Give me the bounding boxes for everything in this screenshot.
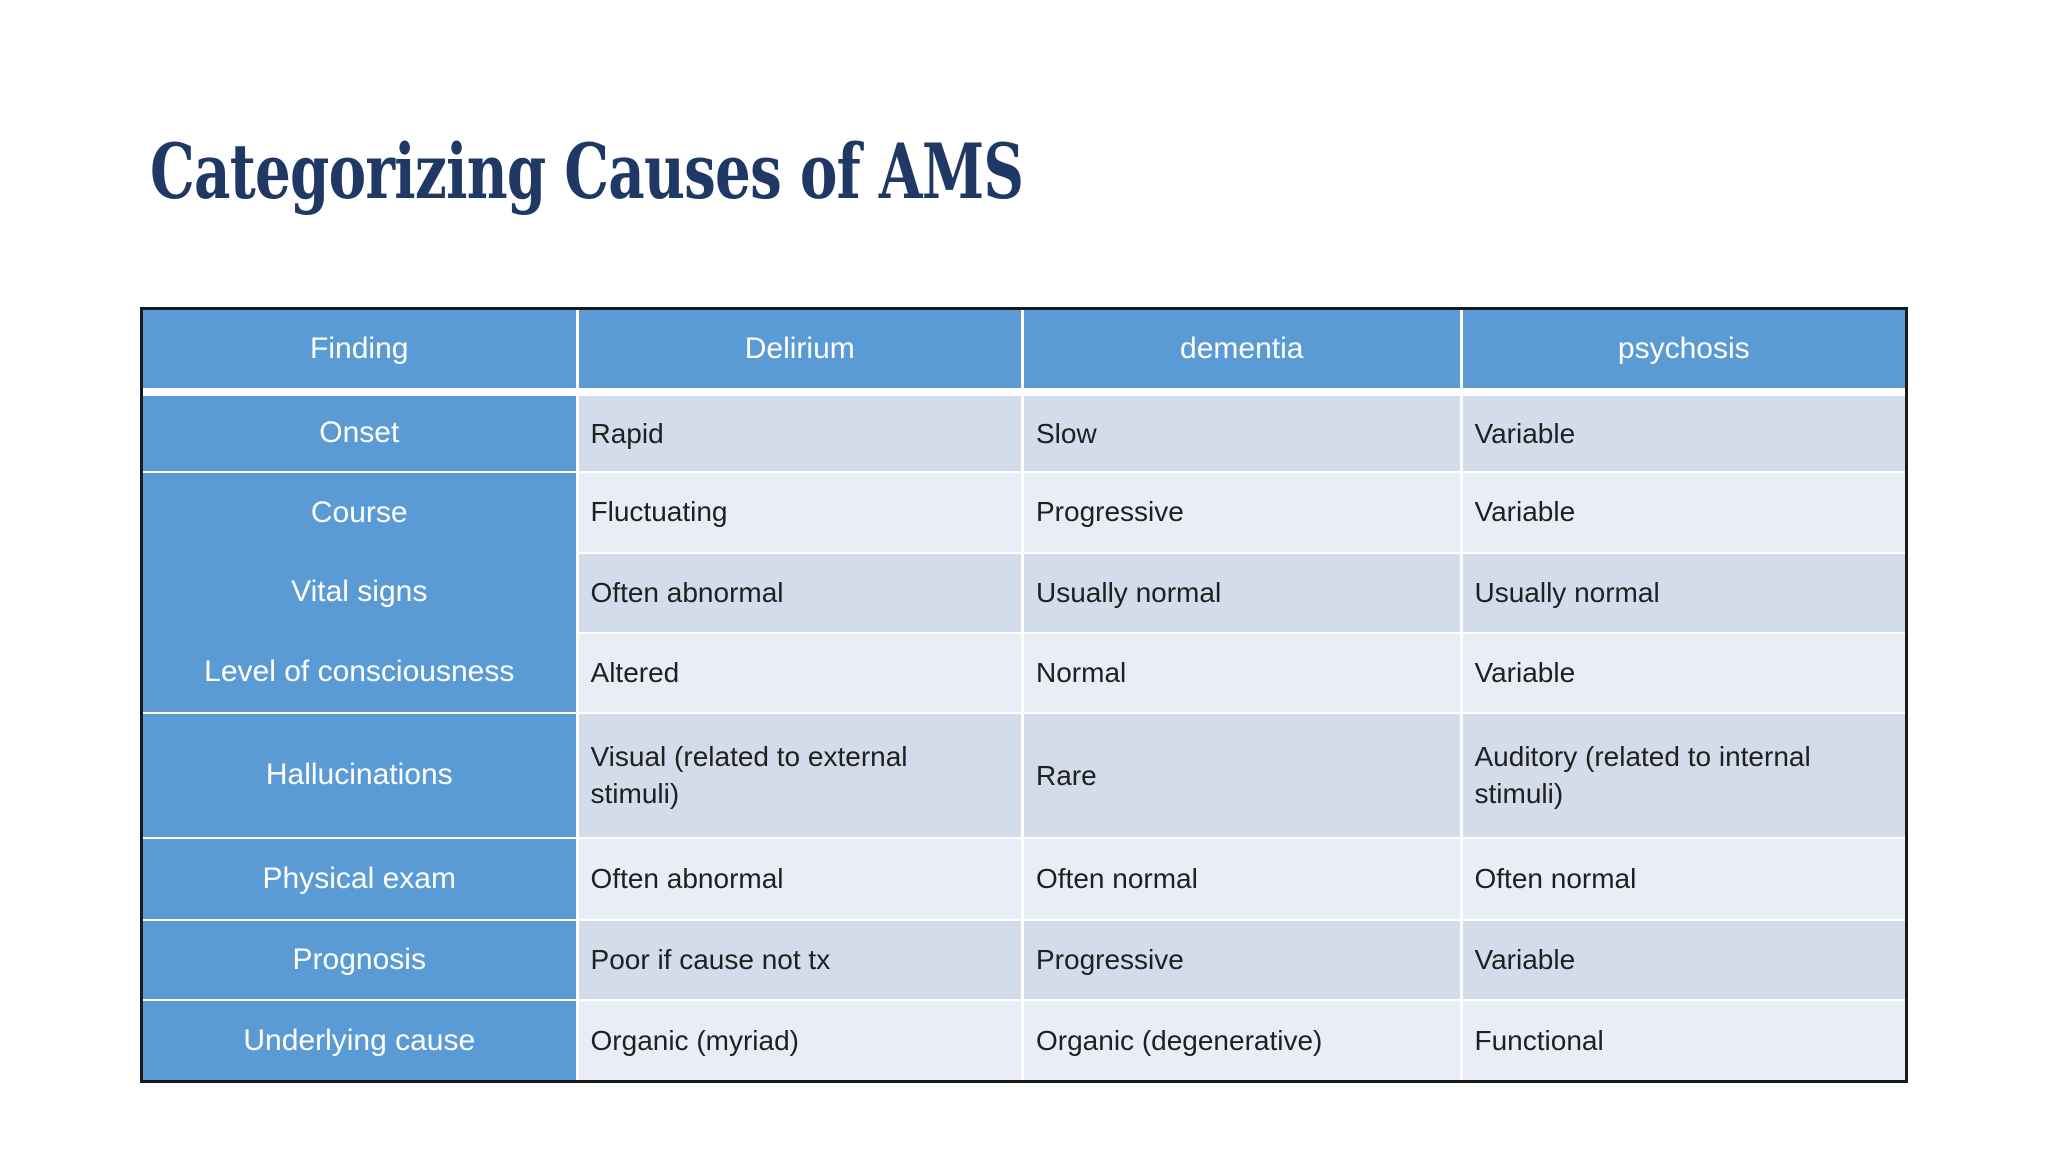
- data-cell-onset-dementia: Slow: [1024, 396, 1463, 473]
- ams-comparison-table: Finding Delirium dementia psychosis Onse…: [140, 307, 1908, 1083]
- data-cell-physical-delirium: Often abnormal: [578, 839, 1024, 922]
- row-label-level-of-consciousness: Level of consciousness: [204, 654, 515, 688]
- data-cell-cause-psychosis: Functional: [1462, 1001, 1905, 1080]
- row-label-vital-signs: Vital signs: [291, 575, 428, 609]
- column-header-psychosis: psychosis: [1462, 310, 1905, 388]
- row-label-underlying-cause: Underlying cause: [143, 1001, 579, 1080]
- data-cell-prognosis-delirium: Poor if cause not tx: [578, 921, 1024, 1002]
- data-cell-onset-delirium: Rapid: [578, 396, 1024, 473]
- data-cell-hallucinations-psychosis: Auditory (related to internal stimuli): [1462, 713, 1905, 840]
- row-label-group-course-vitals-loc: Course Vital signs Level of consciousnes…: [143, 472, 579, 714]
- data-cell-physical-dementia: Often normal: [1024, 839, 1463, 922]
- data-cell-physical-psychosis: Often normal: [1462, 839, 1905, 922]
- data-cell-cause-dementia: Organic (degenerative): [1024, 1001, 1463, 1080]
- data-cell-cause-delirium: Organic (myriad): [578, 1001, 1024, 1080]
- column-header-delirium: Delirium: [578, 310, 1024, 388]
- data-cell-hallucinations-dementia: Rare: [1024, 713, 1463, 840]
- row-label-hallucinations: Hallucinations: [143, 713, 579, 840]
- column-header-finding: Finding: [143, 310, 579, 388]
- row-label-onset: Onset: [143, 396, 579, 473]
- data-cell-loc-delirium: Altered: [578, 633, 1024, 714]
- row-label-physical-exam: Physical exam: [143, 839, 579, 922]
- data-cell-vitals-delirium: Often abnormal: [578, 553, 1024, 634]
- data-cell-onset-psychosis: Variable: [1462, 396, 1905, 473]
- table-body: Onset Rapid Slow Variable Course Vital s…: [143, 396, 1905, 1080]
- row-label-prognosis: Prognosis: [143, 921, 579, 1002]
- column-header-dementia: dementia: [1024, 310, 1463, 388]
- data-cell-prognosis-psychosis: Variable: [1462, 921, 1905, 1002]
- data-cell-loc-dementia: Normal: [1024, 633, 1463, 714]
- data-cell-vitals-dementia: Usually normal: [1024, 553, 1463, 634]
- data-cell-hallucinations-delirium: Visual (related to external stimuli): [578, 713, 1024, 840]
- data-cell-course-psychosis: Variable: [1462, 472, 1905, 554]
- data-cell-prognosis-dementia: Progressive: [1024, 921, 1463, 1002]
- data-cell-vitals-psychosis: Usually normal: [1462, 553, 1905, 634]
- slide-title: Categorizing Causes of AMS: [150, 127, 1024, 216]
- data-cell-course-dementia: Progressive: [1024, 472, 1463, 554]
- data-cell-loc-psychosis: Variable: [1462, 633, 1905, 714]
- row-label-course: Course: [310, 495, 408, 529]
- data-cell-course-delirium: Fluctuating: [578, 472, 1024, 554]
- table-header-row: Finding Delirium dementia psychosis: [143, 310, 1905, 388]
